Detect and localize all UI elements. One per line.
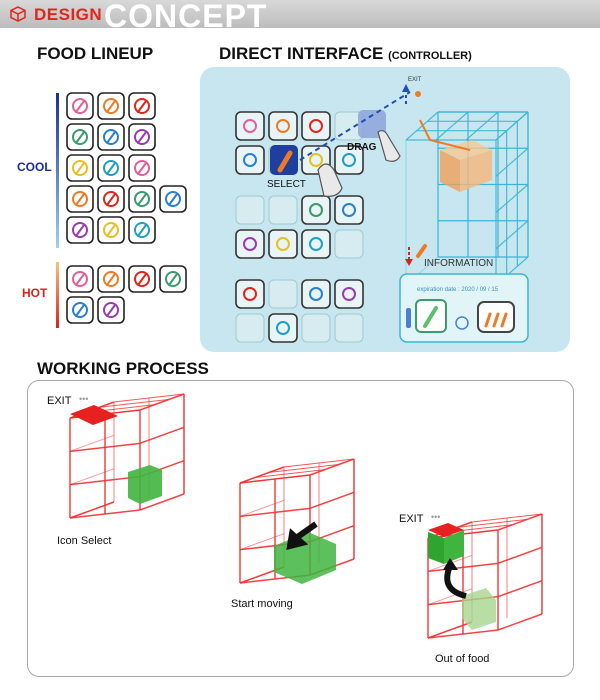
food-lineup-title: FOOD LINEUP bbox=[37, 44, 154, 63]
carrot-icon bbox=[277, 150, 293, 173]
controller-subtitle: (CONTROLLER) bbox=[388, 50, 472, 62]
step2-label: Start moving bbox=[231, 598, 293, 610]
controller-slot[interactable] bbox=[235, 195, 265, 225]
box-icon[interactable] bbox=[128, 185, 156, 213]
exit-dots-icon-2: ••• bbox=[431, 512, 440, 522]
bread-icon[interactable] bbox=[66, 296, 94, 324]
hand-pointer-icon bbox=[317, 163, 343, 197]
apple-icon[interactable] bbox=[66, 154, 94, 182]
drag-label: DRAG bbox=[347, 142, 377, 153]
mushroom-icon[interactable] bbox=[97, 123, 125, 151]
pretzel-icon[interactable] bbox=[97, 92, 125, 120]
working-process-panel bbox=[27, 380, 574, 677]
expiration-text: expiration date : 2020 / 09 / 15 bbox=[417, 287, 499, 293]
shrimp-icon[interactable] bbox=[128, 216, 156, 244]
direct-interface-title-text: DIRECT INTERFACE bbox=[219, 44, 384, 63]
controller-slot[interactable] bbox=[334, 145, 364, 175]
cool-label: COOL bbox=[17, 160, 52, 174]
pizza-icon[interactable] bbox=[97, 296, 125, 324]
information-label: INFORMATION bbox=[424, 258, 493, 269]
step3-exit-label: EXIT bbox=[399, 513, 424, 525]
controller-slot[interactable] bbox=[334, 313, 364, 343]
controller-slot[interactable] bbox=[268, 195, 298, 225]
milk-icon[interactable] bbox=[97, 265, 125, 293]
controller-slot[interactable] bbox=[235, 229, 265, 259]
cherry-icon[interactable] bbox=[128, 154, 156, 182]
carrot-icon[interactable] bbox=[66, 123, 94, 151]
drag-path bbox=[299, 91, 411, 161]
direct-interface-title: DIRECT INTERFACE (CONTROLLER) bbox=[219, 44, 472, 64]
exit-label-small: EXIT bbox=[408, 77, 422, 83]
step1-label: Icon Select bbox=[57, 535, 111, 547]
controller-slot[interactable] bbox=[268, 111, 298, 141]
step1-exit-label: EXIT bbox=[47, 395, 72, 407]
storage-cube-wireframe bbox=[405, 111, 529, 286]
coffee-icon[interactable] bbox=[66, 265, 94, 293]
controller-slot[interactable] bbox=[301, 313, 331, 343]
hot-label: HOT bbox=[22, 286, 48, 300]
food-lineup-grid bbox=[56, 92, 187, 328]
controller-slot[interactable] bbox=[334, 195, 364, 225]
drink-icon[interactable] bbox=[66, 185, 94, 213]
header-bar: DESIGN CONCEPT bbox=[0, 0, 600, 34]
chicken-leg-icon[interactable] bbox=[128, 92, 156, 120]
cucumber-icon[interactable] bbox=[128, 123, 156, 151]
bottle-icon[interactable] bbox=[97, 185, 125, 213]
hand-drag-icon bbox=[377, 130, 401, 162]
octopus-icon[interactable] bbox=[97, 216, 125, 244]
controller-slot[interactable] bbox=[301, 195, 331, 225]
banana-icon[interactable] bbox=[97, 154, 125, 182]
timer-icon bbox=[455, 316, 469, 330]
header-design: DESIGN bbox=[34, 5, 103, 24]
controller-graphic: SELECT DRAG EXIT INFORMATION expiration … bbox=[235, 77, 529, 343]
cube-logo-icon bbox=[10, 6, 26, 22]
controller-slot[interactable] bbox=[301, 229, 331, 259]
working-process-title: WORKING PROCESS bbox=[37, 359, 209, 378]
controller-slot[interactable] bbox=[235, 145, 265, 175]
meat-icon[interactable] bbox=[66, 92, 94, 120]
controller-slot[interactable] bbox=[268, 229, 298, 259]
fish-icon[interactable] bbox=[66, 216, 94, 244]
controller-slot[interactable] bbox=[235, 111, 265, 141]
jar-icon[interactable] bbox=[159, 265, 187, 293]
controller-slot[interactable] bbox=[268, 313, 298, 343]
controller-slot[interactable] bbox=[334, 279, 364, 309]
header-concept: CONCEPT bbox=[104, 0, 268, 34]
exit-dots-icon: ••• bbox=[79, 394, 88, 404]
controller-slot[interactable] bbox=[301, 111, 331, 141]
controller-slot[interactable] bbox=[268, 279, 298, 309]
cake-icon[interactable] bbox=[159, 185, 187, 213]
controller-slot[interactable] bbox=[235, 279, 265, 309]
cheese-icon[interactable] bbox=[128, 265, 156, 293]
controller-slot[interactable] bbox=[301, 279, 331, 309]
thermometer-icon bbox=[406, 308, 411, 328]
select-label: SELECT bbox=[267, 179, 306, 190]
step3-label: Out of food bbox=[435, 653, 489, 665]
controller-slot[interactable] bbox=[235, 313, 265, 343]
controller-slot[interactable] bbox=[334, 229, 364, 259]
